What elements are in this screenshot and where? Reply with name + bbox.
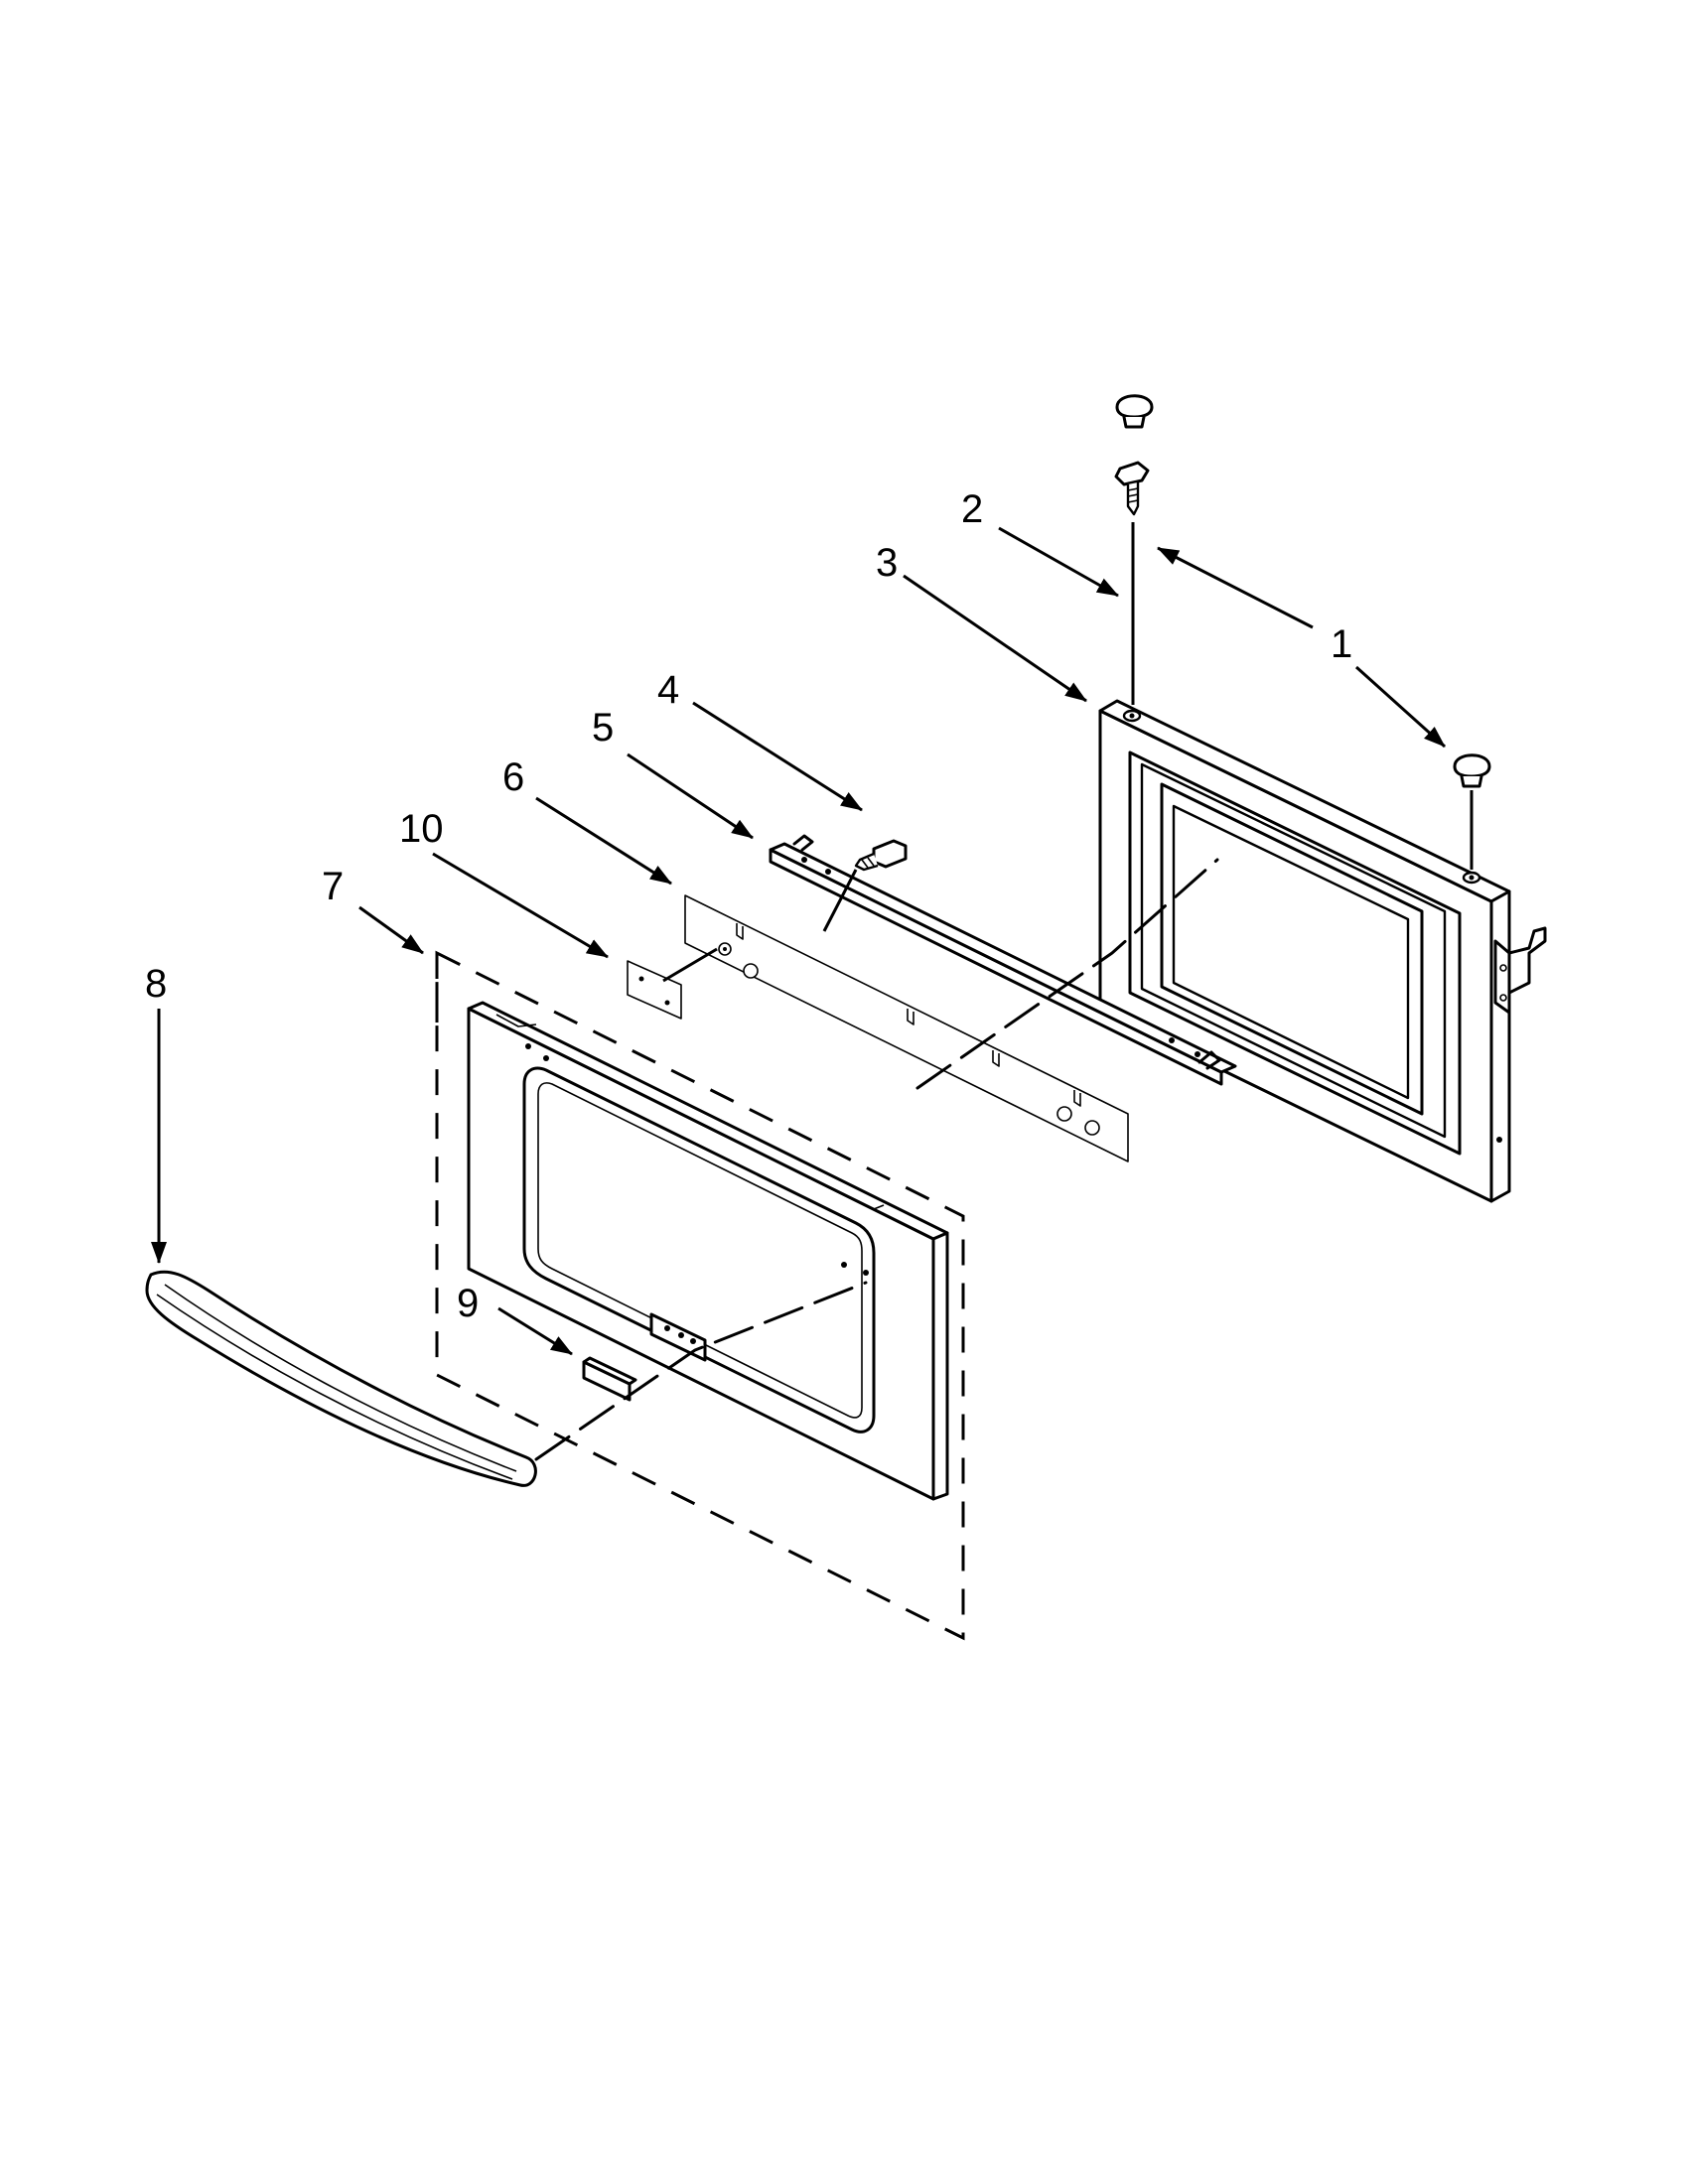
spacer-part bbox=[582, 1356, 637, 1402]
callout-labels: 1 2 3 4 5 6 7 8 9 10 bbox=[145, 487, 1352, 1325]
small-screw-part bbox=[854, 839, 908, 872]
outer-door-panel bbox=[467, 1001, 949, 1501]
bracket-strip-part bbox=[769, 834, 1237, 1086]
callout-1: 1 bbox=[1331, 622, 1352, 666]
callout-7: 7 bbox=[322, 865, 344, 908]
callout-3: 3 bbox=[876, 541, 898, 585]
callout-8: 8 bbox=[145, 962, 167, 1006]
hole-plug-upper bbox=[1115, 394, 1154, 429]
callout-4: 4 bbox=[657, 668, 679, 712]
screw-part bbox=[1114, 461, 1150, 705]
callout-10: 10 bbox=[399, 807, 444, 851]
door-assembly-outline bbox=[435, 950, 965, 1641]
door-handle-part bbox=[145, 1270, 537, 1487]
callout-9: 9 bbox=[457, 1282, 479, 1325]
shield-panel-part bbox=[684, 894, 1129, 1162]
callout-2: 2 bbox=[961, 487, 983, 531]
hole-plug-lower bbox=[1453, 753, 1491, 870]
callout-5: 5 bbox=[592, 706, 614, 750]
pad-part bbox=[627, 960, 682, 1020]
inner-door-frame-part bbox=[1098, 699, 1547, 1203]
callout-6: 6 bbox=[502, 755, 524, 799]
assembly-lines bbox=[151, 526, 1447, 1461]
